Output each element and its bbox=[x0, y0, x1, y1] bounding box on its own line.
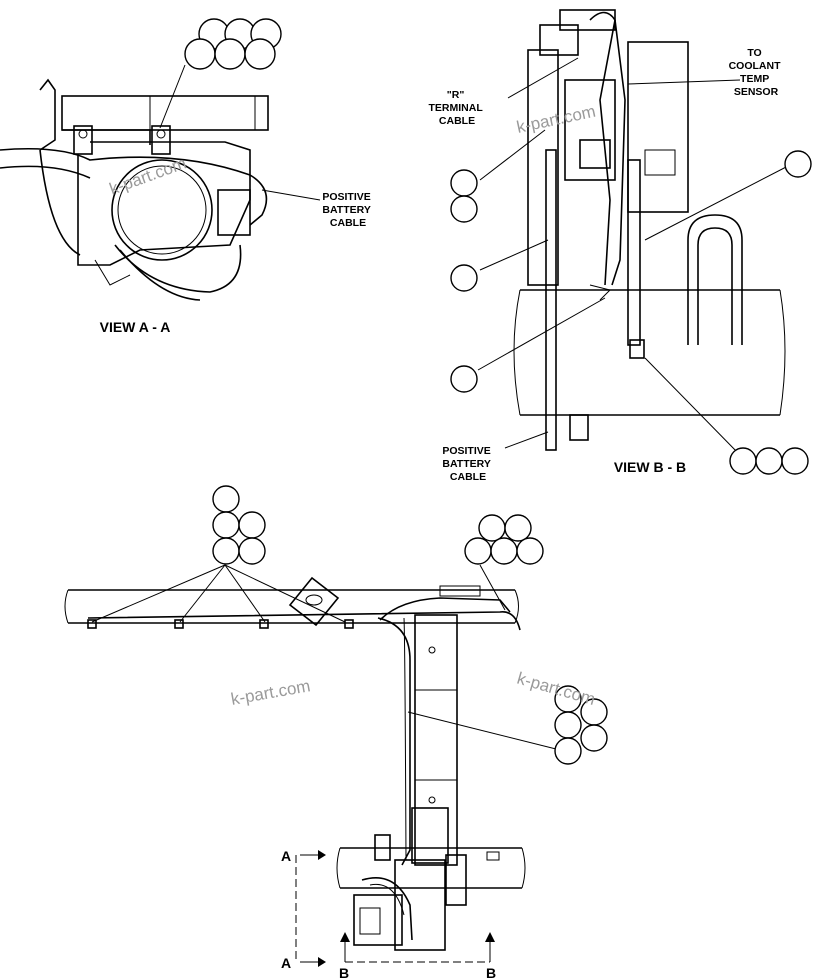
section-marker-a-top: A bbox=[281, 848, 291, 864]
view-a-drawing bbox=[0, 64, 321, 301]
view-a-title: VIEW A - A bbox=[100, 319, 171, 335]
view-b-drawing bbox=[477, 9, 791, 456]
section-marker-a-bottom: A bbox=[281, 955, 291, 971]
view-b-title: VIEW B - B bbox=[614, 459, 686, 475]
callout-balloons-view-b bbox=[450, 150, 812, 475]
callout-positive-battery-cable-a: POSITIVE BATTERY CABLE bbox=[322, 191, 373, 229]
main-view-drawing bbox=[64, 564, 561, 967]
callout-balloons-view-a bbox=[184, 18, 282, 70]
section-marker-b-right: B bbox=[486, 965, 496, 980]
callout-coolant-temp-sensor: TO COOLANT TEMP SENSOR bbox=[729, 47, 784, 98]
callout-positive-battery-cable-b: POSITIVE BATTERY CABLE bbox=[442, 445, 493, 483]
callout-r-terminal-cable: "R" TERMINAL CABLE bbox=[429, 89, 486, 127]
watermark-3: k-part.com bbox=[229, 676, 311, 709]
callout-balloons-main bbox=[212, 485, 608, 765]
section-marker-b-left: B bbox=[339, 965, 349, 980]
watermark-1: k-part.com bbox=[107, 153, 189, 198]
